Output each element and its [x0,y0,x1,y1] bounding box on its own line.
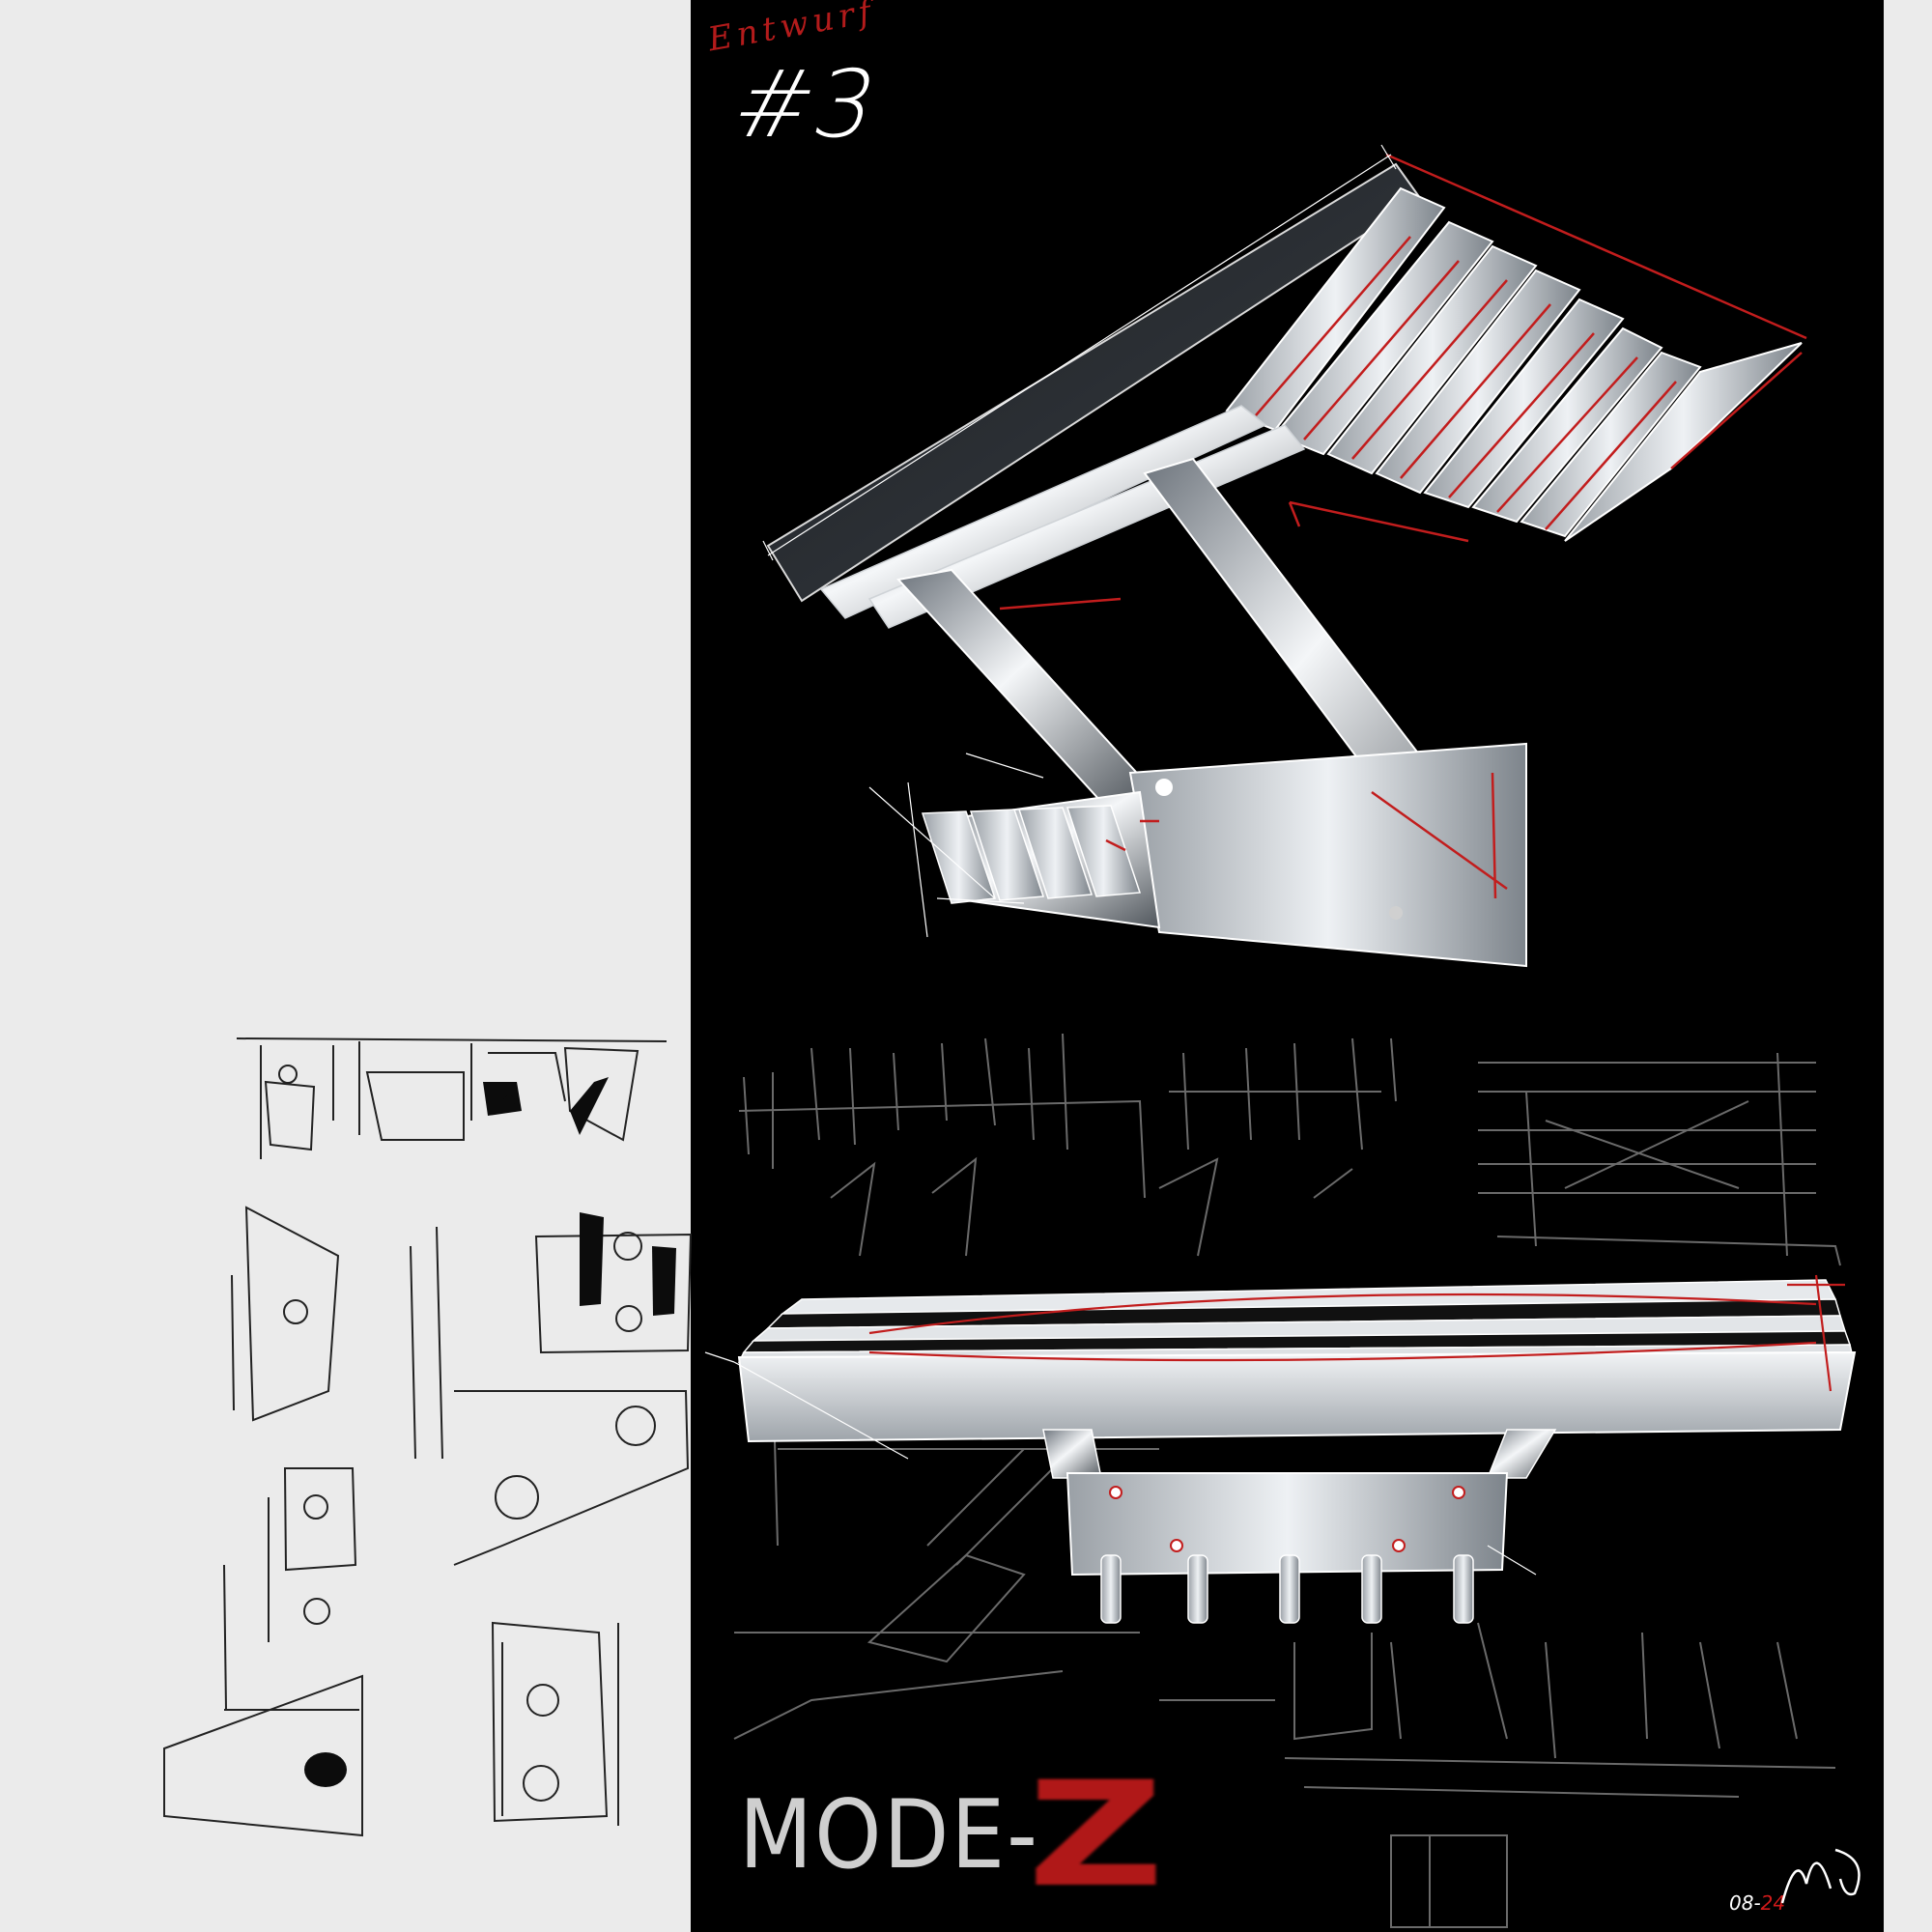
left-sketch-dark-fills [304,1077,676,1787]
date-year: 24 [1760,1891,1786,1915]
date-month: 08- [1729,1891,1761,1915]
light-sketch-panel [0,0,691,1932]
draft-number: #3 [723,50,891,158]
lower-bench-render [704,1274,1857,1624]
project-title: MODE-Z [739,1734,1164,1919]
project-title-accent: Z [1027,1751,1164,1919]
dark-panel-sketches [733,1033,1841,1928]
project-title-main: MODE- [739,1780,1039,1890]
upper-rack-render [762,144,1807,968]
date-stamp: 08-24 [1729,1891,1785,1915]
artist-signature [1780,1848,1861,1904]
left-pencil-sketches [163,1037,693,1837]
right-margin-strip [1884,0,1932,1932]
